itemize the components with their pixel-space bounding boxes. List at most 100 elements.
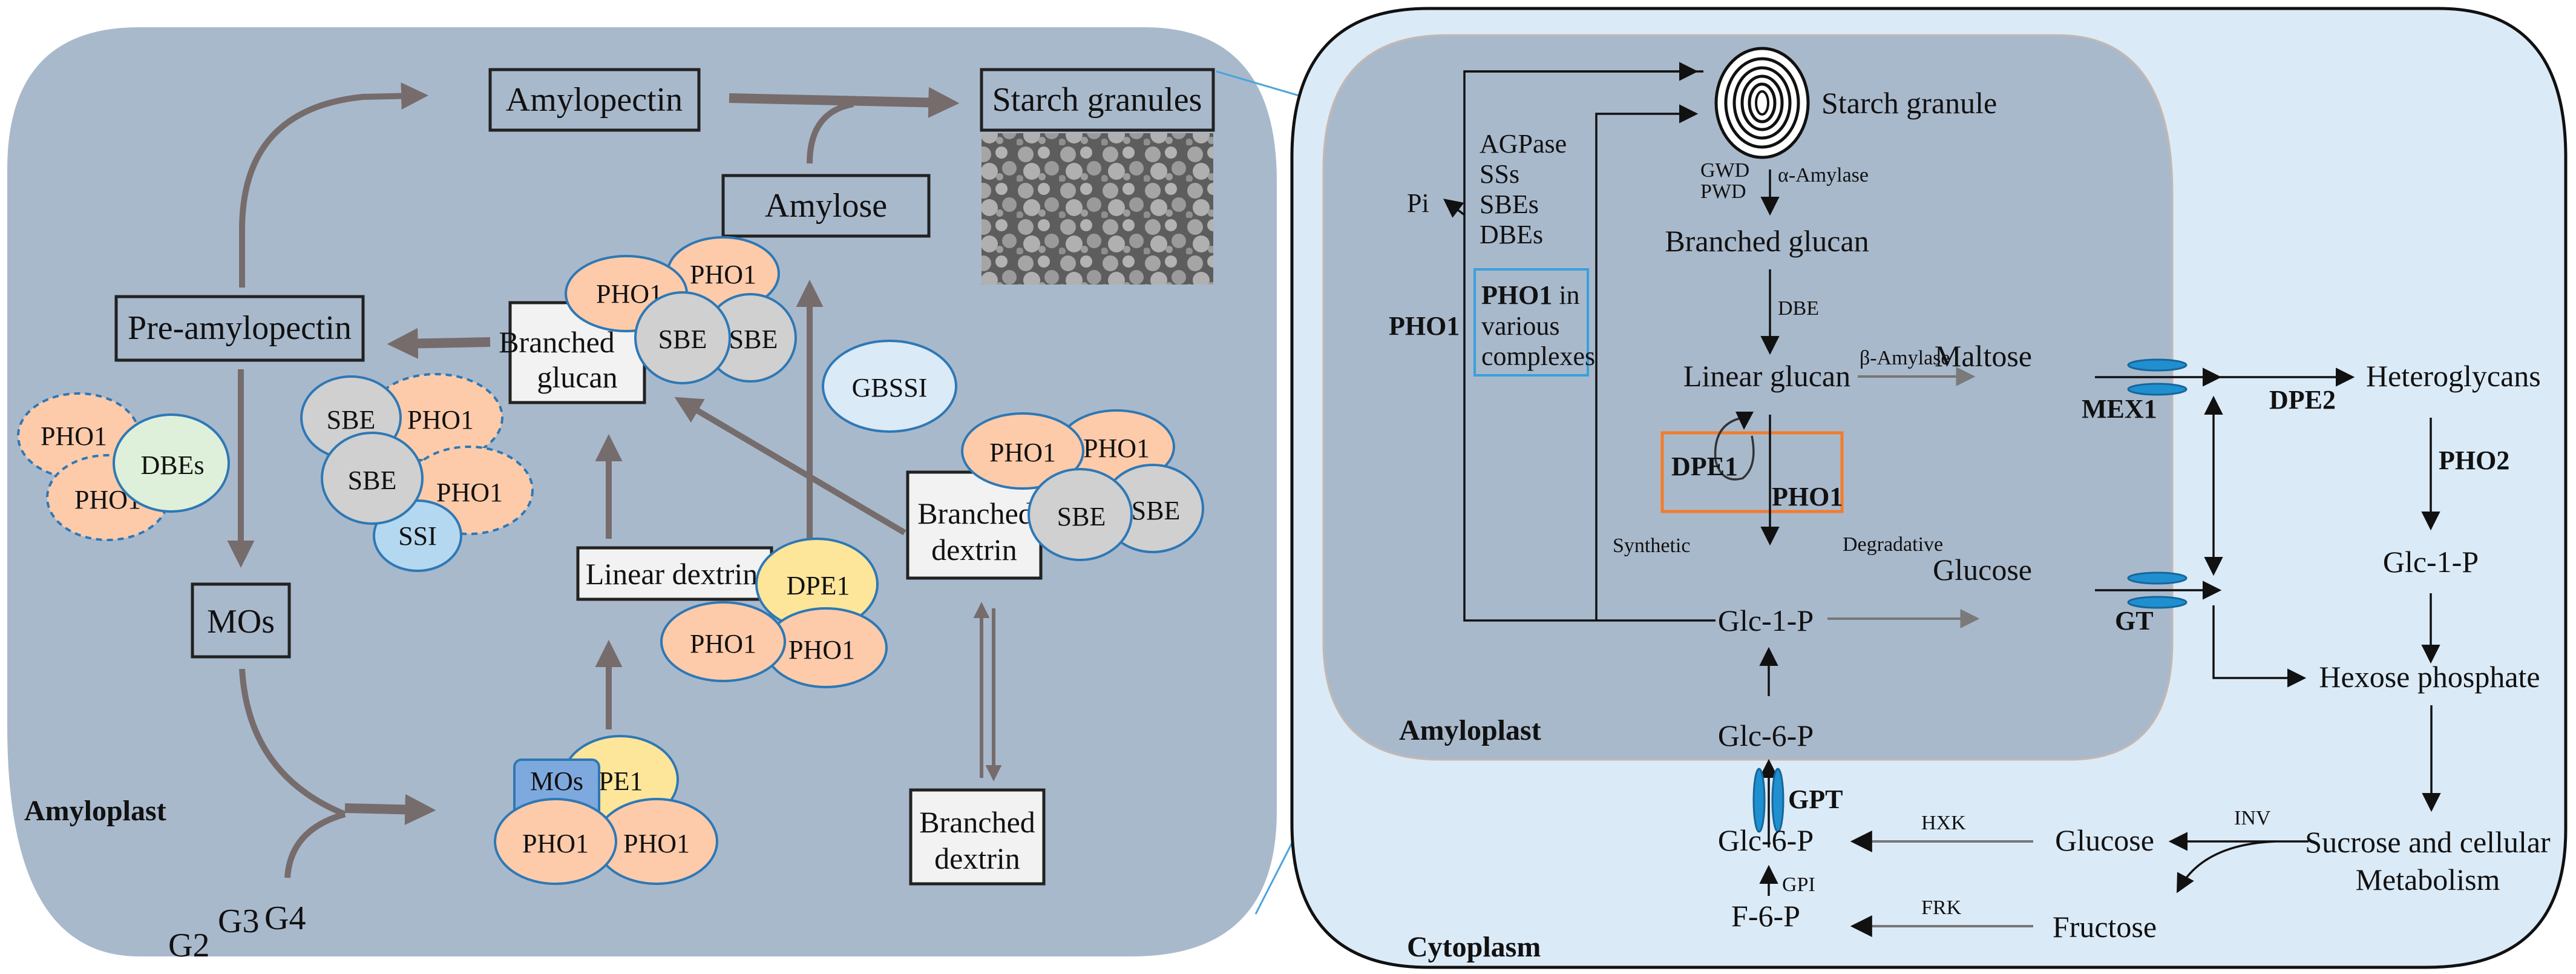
gbssi-enzyme-group: GBSSI [822,340,957,433]
left-panel-amyloplast: Amylopectin Starch granules Amylose Pre-… [7,27,1542,964]
substrate-g4: G4 [264,900,306,937]
box-amylose: Amylose [721,174,931,238]
branched-dextrin-label-2: dextrin [931,533,1017,567]
pho1-complexes-bold: PHO1 [1481,280,1552,310]
starch-granules-label: Starch granules [992,81,1202,119]
linear-dextrin-label: Linear dextrin [586,557,758,591]
gt-transporter-icon [2127,571,2188,609]
node-glucose-plastid: Glucose [1933,553,2032,587]
transporter-gpt: GPT [1788,785,1843,814]
pho1-enzyme: PHO1 [623,829,690,858]
pho1-enzyme: PHO1 [41,421,107,451]
enzyme-agpase: AGPase [1480,129,1567,159]
starch-granule-micrograph [982,133,1213,285]
enzyme-alpha-amylase: α-Amylase [1778,164,1869,186]
node-starch-granule: Starch granule [1821,86,1997,120]
substrate-g3: G3 [218,903,259,940]
arrow-branched-glucan-to-preamylopectin [387,327,491,359]
pho1-complexes-line3: complexes [1481,341,1595,371]
pho1-enzyme: PHO1 [1083,433,1150,463]
synthesis-inner-line [1595,104,1699,620]
pho1-enzyme: PHO1 [407,405,474,435]
right-amyloplast-label: Amyloplast [1399,714,1541,746]
enzyme-inv: INV [2234,807,2271,829]
pho1-complexes-line2: various [1481,311,1560,341]
node-glc1p: Glc-1-P [1718,604,1814,637]
enzyme-dbes: DBEs [1480,220,1543,249]
sbe-enzyme: SBE [1057,502,1106,531]
enzyme-beta-amylase: β-Amylase [1860,347,1950,369]
mos-enzyme: MOs [530,766,583,796]
enzyme-sss: SSs [1480,159,1519,189]
box-mos: MOs [191,582,291,659]
enzyme-sbes: SBEs [1480,189,1539,219]
node-maltose: Maltose [1935,339,2032,373]
dpe1-cycle-icon [1714,416,1755,481]
complex-branched-glucan: Branched glucan PHO1 PHO1 SBE SBE [499,236,797,404]
starch-granule-icon [1714,47,1810,159]
enzyme-dbe: DBE [1778,297,1819,320]
synthesis-enzyme-list: AGPase SSs SBEs DBEs [1480,129,1567,249]
sbe-enzyme: SBE [327,405,376,435]
box-branched-dextrin-bottom: Branched dextrin [909,788,1046,886]
node-fructose: Fructose [2053,910,2157,944]
complex-branched-dextrin: Branched dextrin PHO1 PHO1 SBE SBE [906,409,1204,580]
dpe1-pho1-highlight: DPE1 PHO1 [1660,412,1844,513]
branched-dextrin-bottom-label-1: Branched [919,805,1035,839]
sbe-enzyme: SBE [1132,496,1181,525]
node-sucrose-line2: Metabolism [2356,863,2500,897]
enzyme-dpe1-right: DPE1 [1671,452,1738,481]
dpe1-enzyme: DPE1 [786,571,850,601]
enzyme-gwd: GWD [1700,159,1749,182]
enzyme-pho2: PHO2 [2439,446,2509,475]
substrate-g2: G2 [168,927,209,964]
node-glc6p-cytoplasm: Glc-6-P [1718,823,1814,857]
node-sucrose-line1: Sucrose and cellular [2305,825,2551,859]
node-hexose-phosphate: Hexose phosphate [2319,660,2540,694]
node-linear-glucan: Linear glucan [1683,359,1850,393]
pho1-complexes-highlight: PHO1 in various complexes [1473,268,1595,377]
right-amyloplast-background [1322,34,2174,761]
arrow-sucrose-to-fructose [2177,840,2276,893]
node-f6p: F-6-P [1731,899,1800,933]
pho1-enzyme: PHO1 [436,478,503,507]
branched-dextrin-label-1: Branched [917,496,1034,530]
transporter-gt: GT [2115,606,2154,636]
transporter-mex1: MEX1 [2082,394,2157,424]
label-degradative: Degradative [1843,533,1943,556]
mex1-transporter-icon [2127,358,2188,396]
arrow-amylose-to-starch [807,101,854,164]
dbes-enzyme: DBEs [140,450,204,480]
pho1-complexes-in: in [1552,280,1579,310]
pho1-enzyme: PHO1 [522,829,589,858]
label-synthetic: Synthetic [1613,535,1690,557]
gpt-transporter-icon [1752,768,1785,833]
ssi-enzyme: SSI [398,521,437,551]
node-pi: Pi [1407,188,1429,218]
arrow-preamylopectin-to-amylopectin [239,82,428,288]
complex-sbe-pho1-ssi: PHO1 PHO1 SSI SBE SBE [300,373,534,572]
branched-glucan-label-2: glucan [537,360,617,394]
right-panel: Starch granule Pi PHO1 AGPase SSs SBEs D… [1290,7,2568,969]
pho1-enzyme: PHO1 [690,629,756,659]
enzyme-dpe2: DPE2 [2269,385,2336,415]
arrow-branched-dextrin-to-branched-glucan [674,397,906,536]
branched-dextrin-bottom-label-2: dextrin [934,841,1020,875]
arrow-to-hexose-phosphate [2212,605,2307,688]
sbe-enzyme: SBE [658,324,707,354]
complex-linear-dextrin: Linear dextrin DPE1 PHO1 PHO1 [576,538,888,688]
sbe-enzyme: SBE [348,466,397,495]
branched-glucan-label-1: Branched [499,325,615,359]
arrow-g-curve [284,811,346,878]
pre-amylopectin-label: Pre-amylopectin [128,309,352,347]
sbe-enzyme: SBE [729,324,778,354]
node-glucose-cytoplasm: Glucose [2055,823,2154,857]
gbssi-enzyme: GBSSI [852,373,928,403]
pho1-enzyme: PHO1 [690,260,756,289]
amylose-label: Amylose [765,187,887,225]
arrow-amylopectin-to-starch [729,87,960,118]
node-heteroglycans: Heteroglycans [2366,359,2541,393]
node-glc1p-cytoplasm: Glc-1-P [2383,545,2479,579]
enzyme-frk: FRK [1921,897,1962,919]
